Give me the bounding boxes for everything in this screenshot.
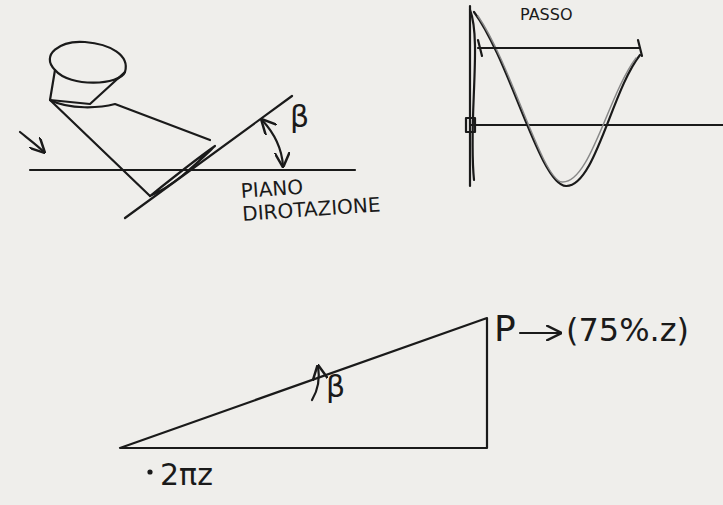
circumference-label: 2πz (160, 458, 213, 493)
pitch-triangle (120, 318, 487, 448)
angle-label: β (326, 370, 345, 405)
rotation-arrow (20, 132, 44, 152)
angle-label: β (290, 100, 309, 135)
axis-line (470, 124, 723, 126)
angle-arrow (312, 366, 319, 400)
ink-dot (149, 471, 152, 474)
hub-top (50, 42, 126, 83)
helix-path (474, 12, 640, 186)
plane-label: PIANO DIROTAZIONE (240, 170, 393, 226)
angle-arc (262, 120, 283, 166)
pitch-label: PASSO (520, 6, 572, 24)
hub-body (50, 70, 125, 104)
blade-outline (470, 10, 475, 180)
radius-note: (75%.z) (566, 312, 689, 349)
blade-shank (50, 100, 210, 140)
helix-path (478, 16, 636, 182)
pitch-tick (638, 40, 642, 56)
pitch-symbol: P (494, 308, 516, 349)
blade-edge (469, 6, 471, 186)
pointer-arrow (520, 332, 560, 334)
pitch-tick (478, 40, 482, 56)
blade-shank (50, 100, 150, 196)
pitch-bracket (478, 47, 640, 49)
